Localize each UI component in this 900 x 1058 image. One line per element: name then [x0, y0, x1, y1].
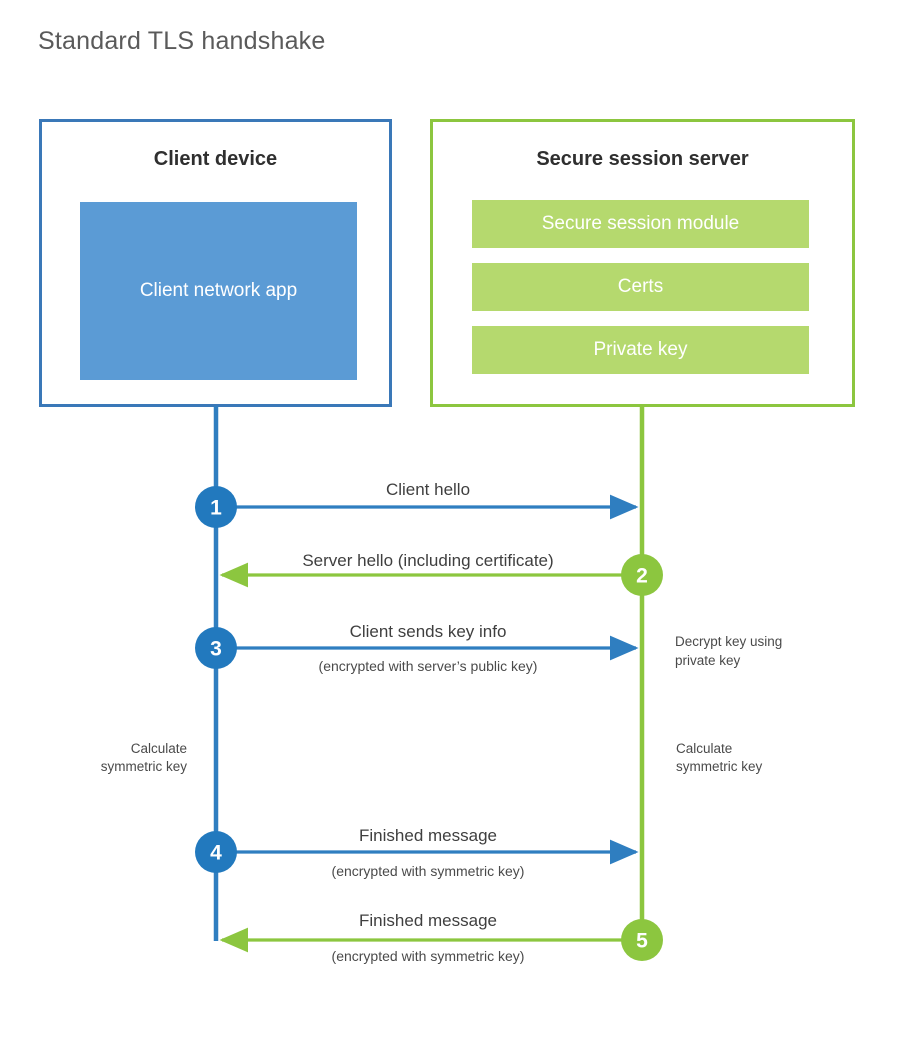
annotation-decrypt-key-line1: Decrypt key using — [675, 634, 782, 649]
step-3-number: 3 — [210, 638, 222, 661]
step-3-label: Client sends key info — [350, 622, 507, 641]
step-1-number: 1 — [210, 497, 222, 520]
server-module-list: Secure session module Certs Private key — [472, 200, 809, 374]
server-module-certs: Certs — [472, 263, 809, 311]
page-title: Standard TLS handshake — [38, 27, 326, 55]
annotation-decrypt-key-line2: private key — [675, 653, 741, 668]
step-3-marker[interactable] — [195, 627, 237, 669]
server-module-private-key: Private key — [472, 326, 809, 374]
step-4-label: Finished message — [359, 826, 497, 845]
step-4-marker[interactable] — [195, 831, 237, 873]
step-3-sublabel: (encrypted with server’s public key) — [319, 658, 538, 674]
client-network-app-block: Client network app — [80, 202, 357, 380]
step-2-label: Server hello (including certificate) — [302, 551, 553, 570]
step-1-label: Client hello — [386, 480, 470, 499]
step-5-number: 5 — [636, 930, 648, 953]
step-4-number: 4 — [210, 842, 222, 865]
step-5-marker[interactable] — [621, 919, 663, 961]
step-2-marker[interactable] — [621, 554, 663, 596]
annotation-client-calculate-line2: symmetric key — [101, 759, 188, 774]
client-device-box: Client device Client network app — [39, 119, 392, 407]
secure-session-server-title: Secure session server — [536, 148, 749, 170]
step-1-marker[interactable] — [195, 486, 237, 528]
client-device-title: Client device — [153, 148, 278, 170]
server-module-secure-session-module: Secure session module — [472, 200, 809, 248]
annotation-server-calculate-line2: symmetric key — [676, 759, 763, 774]
step-5-label: Finished message — [359, 911, 497, 930]
annotation-client-calculate-line1: Calculate — [131, 741, 187, 756]
step-5-sublabel: (encrypted with symmetric key) — [332, 948, 525, 964]
secure-session-server-box: Secure session server Secure session mod… — [430, 119, 855, 407]
annotation-server-calculate-line1: Calculate — [676, 741, 732, 756]
step-2-number: 2 — [636, 565, 648, 588]
step-4-sublabel: (encrypted with symmetric key) — [332, 863, 525, 879]
